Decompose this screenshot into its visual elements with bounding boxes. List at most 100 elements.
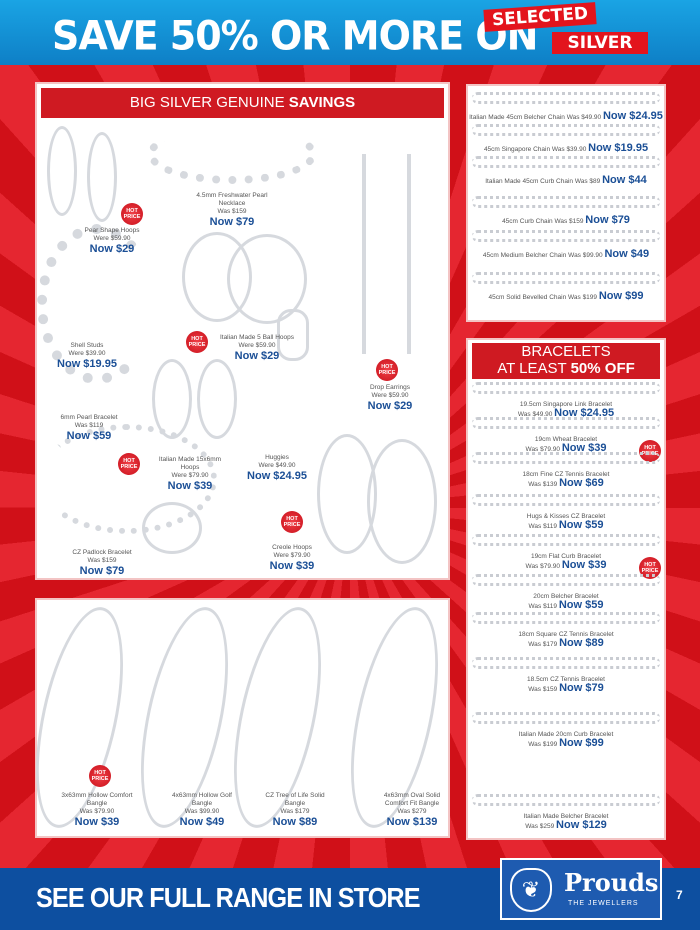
was-price: Was $159 [554,218,584,225]
was-price: Were $39.90 [68,350,106,357]
now-price: Now $39 [561,442,607,454]
now-price: Now $24.95 [554,407,615,419]
bracelet-image [472,534,660,546]
product-name: 18cm Square CZ Tennis Bracelet [518,631,614,638]
now-price: Now $49 [179,816,225,828]
was-price: Was $119 [528,603,558,610]
selected-tag: SELECTED [483,2,597,32]
product-name: 4.5mm Freshwater Pearl Necklace [196,192,268,207]
prouds-logo[interactable]: ❦ Prouds THE JEWELLERS [500,858,662,920]
title-bold: 50% OFF [570,360,635,377]
product-name: 19.5cm Singapore Link Bracelet [519,401,613,408]
hot-price-badge: HOT PRICE [281,511,303,533]
price-line: Was $259 Now $129 [468,819,664,831]
price-line: Was $159 Now $79 [468,683,664,694]
now-price: Now $44 [602,174,647,186]
now-price: Now $59 [558,599,604,611]
was-price: Was $119 [74,422,104,429]
product-name: Hugs & Kisses CZ Bracelet [526,513,606,520]
was-price: Was $49.90 [566,114,602,121]
now-price: Now $89 [272,816,318,828]
hot-price-badge: HOT PRICE [639,557,661,579]
product-label: 45cm Curb Chain Was $159 Now $79 [468,214,664,226]
padlock-image [142,502,202,554]
was-price: Were $79.90 [273,552,311,559]
now-price: Now $49 [604,248,650,260]
huggie-image [277,309,309,361]
was-price: Was $159 [217,208,247,215]
was-price: Was $79.90 [79,808,115,815]
was-price: Was $279 [397,808,427,815]
bracelet-image [472,494,660,506]
now-price: Now $129 [556,819,607,831]
was-price: Were $79.90 [171,472,209,479]
product-name: Shell Studs [70,342,104,349]
now-price: Now $29 [89,243,135,255]
title-part: BIG SILVER GENUINE [129,94,289,111]
product-name: 20cm Belcher Bracelet [533,593,599,600]
hot-price-badge: HOT PRICE [121,203,143,225]
now-price: Now $39 [74,816,120,828]
pearl-necklace-image [147,124,317,184]
product-name: 4x63mm Hollow Golf Bangle [172,792,232,807]
bracelet-image [472,712,660,724]
was-price: Were $59.90 [93,235,131,242]
price-line: Was $49.90 Now $24.95 [468,407,664,419]
product-name: Drop Earrings [369,384,411,391]
hot-price-badge: HOT PRICE [89,765,111,787]
product-label: Italian Made 45cm Curb Chain Was $89 Now… [468,174,664,186]
now-price: Now $79 [585,214,630,226]
price-line: Was $119 Now $59 [468,599,664,611]
product-name: CZ Padlock Bracelet [72,549,132,556]
product-name: Pear Shape Hoops [84,227,140,234]
product-name: Italian Made 45cm Curb Chain [485,178,574,185]
title-line-2: AT LEAST 50% OFF [472,360,660,377]
product-name: Italian Made 15x6mm Hoops [158,456,222,471]
hot-price-badge: HOT PRICE [376,359,398,381]
product-name: Italian Made 5 Ball Hoops [219,334,295,341]
hoop-image [87,132,117,222]
bracelet-image [472,452,660,464]
bracelet-image [472,612,660,624]
now-price: Now $79 [79,565,125,577]
now-price: Now $39 [269,560,315,572]
product-name: 19cm Wheat Bracelet [534,436,598,443]
bracelet-image [472,417,660,429]
now-price: Now $19.95 [57,358,117,370]
chain-image [472,156,660,168]
product-name: 45cm Solid Bevelled Chain [488,294,567,301]
bracelet-image [472,794,660,806]
hoop-image [197,359,237,439]
now-price: Now $99 [598,290,644,302]
logo-subtitle: THE JEWELLERS [568,900,639,907]
product-name: 18.5cm CZ Tennis Bracelet [527,676,605,683]
price-line: Was $199 Now $99 [468,738,664,749]
creole-hoop-image [367,439,437,564]
was-price: Was $259 [525,823,555,830]
product-name: 45cm Medium Belcher Chain [482,252,567,259]
page-number: 7 [676,888,683,902]
now-price: Now $69 [559,477,604,489]
hot-price-badge: HOT PRICE [186,331,208,353]
ball-hoop-image [227,234,307,324]
was-price: Was $159 [87,557,117,564]
price-line: Was $79.90 Now $39 [468,442,664,454]
was-price: Was $79.90 [525,446,560,453]
was-price: Was $39.90 [551,146,587,153]
logo-name: Prouds [564,868,659,897]
pearl-bracelet-image [37,224,157,384]
product-name: Huggies [265,454,289,461]
title-line-1: BRACELETS [521,343,611,360]
